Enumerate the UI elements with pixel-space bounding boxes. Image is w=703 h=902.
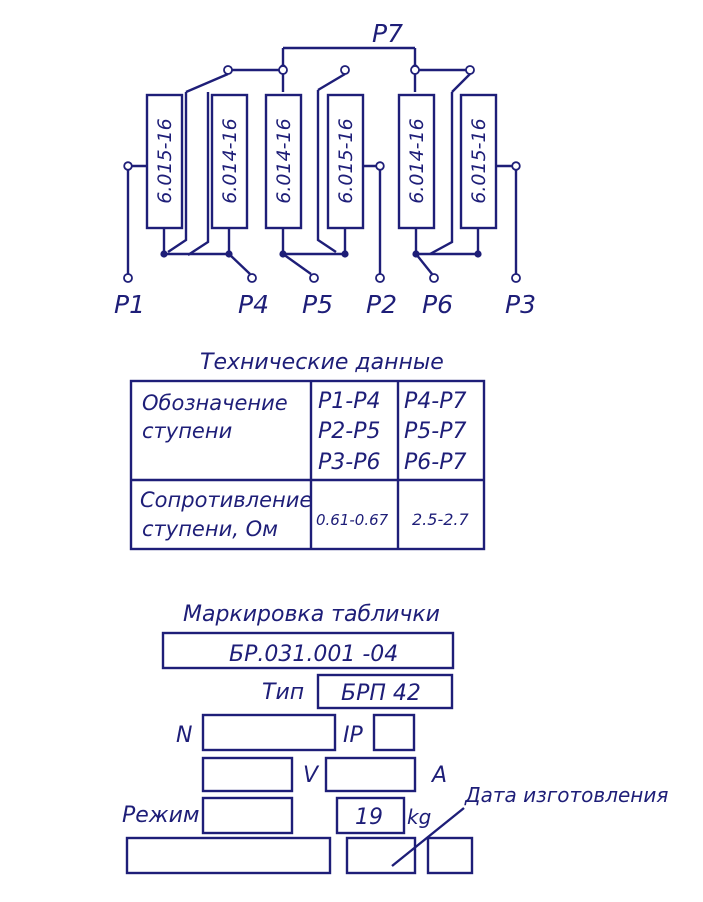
terminal-dot [278, 65, 288, 75]
stage-value: P5-P7 [404, 419, 466, 444]
terminal-label-p2: P2 [366, 290, 397, 319]
terminal-dot [511, 161, 521, 171]
stage-value: P2-P5 [318, 419, 380, 444]
resistor-label: 6.015-16 [154, 118, 176, 203]
r4-top-lead [317, 72, 346, 92]
nameplate-code: БР.031.001 -04 [229, 642, 398, 667]
junction-dot [341, 250, 349, 258]
resistor-label: 6.014-16 [273, 118, 295, 203]
stage-label: Обозначение [142, 391, 288, 415]
stage-value: P1-P4 [318, 389, 380, 414]
p1-lead [126, 164, 147, 274]
a-label: A [430, 763, 447, 788]
mode-box [201, 796, 294, 835]
current-box [324, 756, 417, 793]
junction-dot [474, 250, 482, 258]
weight-unit: kg [407, 805, 431, 829]
resistance-label: ступени, Ом [142, 517, 278, 541]
stage-value: P6-P7 [404, 450, 466, 475]
weight-value: 19 [355, 805, 383, 830]
terminal-p5-dot [309, 273, 319, 283]
resistor-label: 6.015-16 [468, 118, 490, 203]
resistor-label: 6.015-16 [335, 118, 357, 203]
terminal-label-p5: P5 [302, 290, 333, 319]
date-month-box [345, 836, 417, 875]
terminal-p6-dot [429, 273, 439, 283]
p4-lead [228, 253, 251, 275]
r6-top-lead [451, 73, 471, 93]
p5-lead [282, 253, 312, 275]
weight-box [335, 796, 406, 835]
resistance-value: 0.61-0.67 [316, 511, 389, 529]
ip-label: IP [343, 723, 363, 748]
p6-lead [415, 253, 433, 275]
tech-data-table: Технические данные Обозначение ступени P… [129, 350, 486, 551]
terminal-p4-dot [247, 273, 257, 283]
terminal-label-p3: P3 [505, 290, 536, 319]
voltage-box [201, 756, 294, 793]
bottom-left-box [125, 836, 332, 875]
table-frame [129, 379, 486, 551]
p2-lead [363, 164, 382, 274]
r4-wrap [316, 90, 337, 253]
type-box [316, 673, 454, 710]
v-label: V [303, 763, 320, 788]
terminal-dot [375, 161, 385, 171]
terminal-p3-dot [511, 273, 521, 283]
r6-wrap [429, 92, 454, 256]
r1-top-lead [185, 72, 229, 94]
type-label: Тип [262, 680, 304, 705]
terminal-dot [340, 65, 350, 75]
date-year-box [426, 836, 474, 875]
p3-lead [496, 164, 518, 274]
resistor-label: 6.014-16 [219, 118, 241, 203]
code-box [161, 631, 455, 670]
terminal-dot [465, 65, 475, 75]
nameplate: Маркировка таблички БР.031.001 -04 Тип Б… [122, 602, 668, 875]
terminal-dot [123, 161, 133, 171]
terminal-p1-dot [123, 273, 133, 283]
resistance-label: Сопротивление [140, 488, 312, 512]
stage-value: P3-P6 [318, 450, 380, 475]
resistance-value: 2.5-2.7 [412, 510, 469, 529]
type-value: БРП 42 [341, 681, 421, 706]
stage-label: ступени [142, 419, 232, 443]
mode-label: Режим [122, 803, 200, 828]
tech-data-title: Технические данные [200, 350, 444, 375]
terminal-dot [223, 65, 233, 75]
date-label: Дата изготовления [464, 783, 668, 807]
terminal-label-p6: P6 [422, 290, 453, 319]
serial-number-box [201, 713, 337, 752]
terminal-label-p7: P7 [372, 19, 403, 48]
n-label: N [176, 723, 192, 748]
schematic: P7 6.015-16 6.014-16 [114, 19, 536, 319]
ip-box [372, 713, 416, 752]
resistor-r6 [459, 93, 498, 230]
terminal-label-p4: P4 [238, 290, 269, 319]
junction-dot [160, 250, 168, 258]
terminal-dot [410, 65, 420, 75]
terminal-label-p1: P1 [114, 290, 145, 319]
r2-wrap [187, 92, 210, 257]
nameplate-title: Маркировка таблички [183, 602, 440, 627]
terminal-p2-dot [375, 273, 385, 283]
r1-wrap [167, 92, 188, 253]
resistor-label: 6.014-16 [406, 118, 428, 203]
stage-value: P4-P7 [404, 389, 466, 414]
